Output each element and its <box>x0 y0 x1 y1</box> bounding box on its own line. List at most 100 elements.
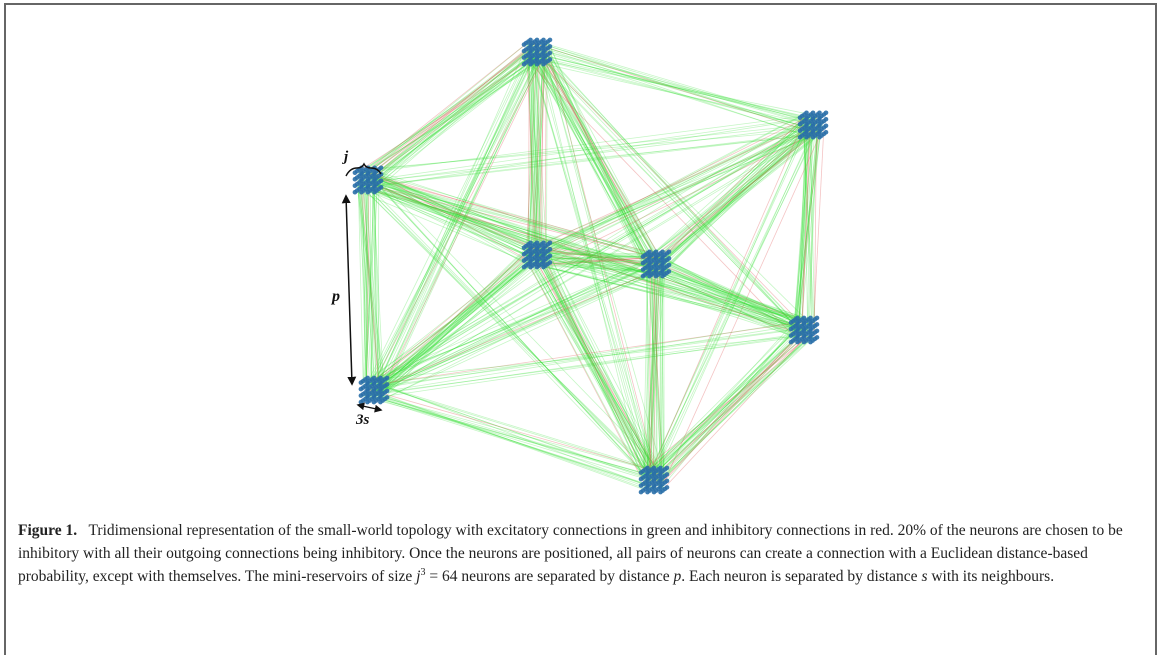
excitatory-connection <box>660 257 812 335</box>
excitatory-connection <box>377 184 380 387</box>
caption-var-p: p <box>673 568 682 585</box>
excitatory-connection <box>374 176 538 258</box>
excitatory-connection <box>652 124 803 266</box>
neuron <box>547 44 553 49</box>
neuron <box>384 395 390 400</box>
inhibitory-connection <box>539 256 657 267</box>
neuron <box>814 315 820 321</box>
excitatory-connection <box>658 115 821 472</box>
3s-arrow <box>356 402 383 413</box>
excitatory-connection <box>646 262 665 476</box>
excitatory-connection <box>649 260 810 332</box>
excitatory-connection <box>372 56 530 184</box>
excitatory-connection <box>653 337 810 486</box>
caption-var-j: j <box>416 568 421 585</box>
excitatory-connection <box>662 322 799 487</box>
excitatory-connection <box>547 46 647 271</box>
excitatory-connection <box>795 127 820 325</box>
neuron <box>528 240 533 246</box>
excitatory-connection <box>547 61 822 131</box>
excitatory-connection <box>651 269 797 322</box>
excitatory-connection <box>382 57 529 389</box>
excitatory-connection <box>644 257 663 471</box>
excitatory-connection <box>660 120 824 266</box>
mini-reservoir <box>352 165 384 195</box>
inhibitory-connection <box>375 251 529 380</box>
inhibitory-connection <box>648 130 817 270</box>
excitatory-connection <box>655 127 806 470</box>
excitatory-connection <box>545 50 808 128</box>
excitatory-connection <box>359 185 648 471</box>
excitatory-connection <box>546 249 664 491</box>
excitatory-connection <box>652 263 809 331</box>
excitatory-connection <box>543 256 646 483</box>
neuron <box>814 335 820 340</box>
inhibitory-connection <box>664 336 806 489</box>
excitatory-connection <box>655 257 801 322</box>
excitatory-connection <box>365 50 540 182</box>
excitatory-connection <box>526 54 534 258</box>
excitatory-connection <box>659 130 816 266</box>
excitatory-connection <box>533 44 654 259</box>
excitatory-connection <box>537 253 808 320</box>
excitatory-connection <box>358 123 822 172</box>
inhibitory-connection <box>541 50 544 261</box>
excitatory-connection <box>645 119 821 261</box>
neuron <box>814 322 820 327</box>
inhibitory-connection <box>540 250 645 473</box>
j-label: j <box>342 149 349 165</box>
inhibitory-connection <box>796 117 821 337</box>
excitatory-connection <box>801 123 822 320</box>
excitatory-connection <box>533 48 548 262</box>
excitatory-connection <box>650 260 811 329</box>
excitatory-connection <box>545 55 660 490</box>
excitatory-connection <box>363 52 531 170</box>
excitatory-connection <box>539 262 663 476</box>
excitatory-connection <box>367 171 794 338</box>
excitatory-connection <box>373 253 542 398</box>
excitatory-connection <box>380 259 648 389</box>
excitatory-connection <box>372 256 663 386</box>
excitatory-connection <box>358 183 815 327</box>
excitatory-connection <box>541 49 665 270</box>
excitatory-connection <box>359 171 542 263</box>
excitatory-connection <box>364 56 537 190</box>
excitatory-connection <box>527 256 650 472</box>
excitatory-connection <box>529 55 652 271</box>
excitatory-connection <box>530 54 796 327</box>
excitatory-connection <box>544 50 812 121</box>
excitatory-connection <box>375 182 547 246</box>
excitatory-connection <box>533 42 548 246</box>
neuron <box>384 375 390 381</box>
excitatory-connection <box>525 115 817 258</box>
excitatory-connection <box>531 54 647 470</box>
excitatory-connection <box>371 323 806 394</box>
excitatory-connection <box>525 261 658 480</box>
excitatory-connection <box>368 320 806 391</box>
excitatory-connection <box>645 133 806 483</box>
excitatory-connection <box>356 185 385 388</box>
excitatory-connection <box>359 49 538 190</box>
excitatory-connection <box>794 131 822 320</box>
excitatory-connection <box>542 253 659 261</box>
inhibitory-connection <box>377 186 663 260</box>
excitatory-connection <box>369 59 531 395</box>
neuron <box>534 240 540 246</box>
excitatory-connection <box>538 48 660 256</box>
excitatory-connection <box>547 118 817 253</box>
excitatory-connection <box>532 46 538 257</box>
excitatory-connection <box>656 125 822 258</box>
excitatory-connection <box>532 43 796 324</box>
excitatory-connection <box>367 269 661 382</box>
excitatory-connection <box>374 133 821 187</box>
excitatory-connection <box>378 173 536 254</box>
excitatory-connection <box>653 130 823 266</box>
excitatory-connection <box>802 118 814 320</box>
excitatory-connection <box>362 178 368 384</box>
excitatory-connection <box>643 328 796 486</box>
inhibitory-connection <box>368 389 664 474</box>
excitatory-connection <box>533 55 546 261</box>
excitatory-connection <box>365 172 536 246</box>
excitatory-connection <box>370 53 534 399</box>
excitatory-connection <box>653 262 662 488</box>
